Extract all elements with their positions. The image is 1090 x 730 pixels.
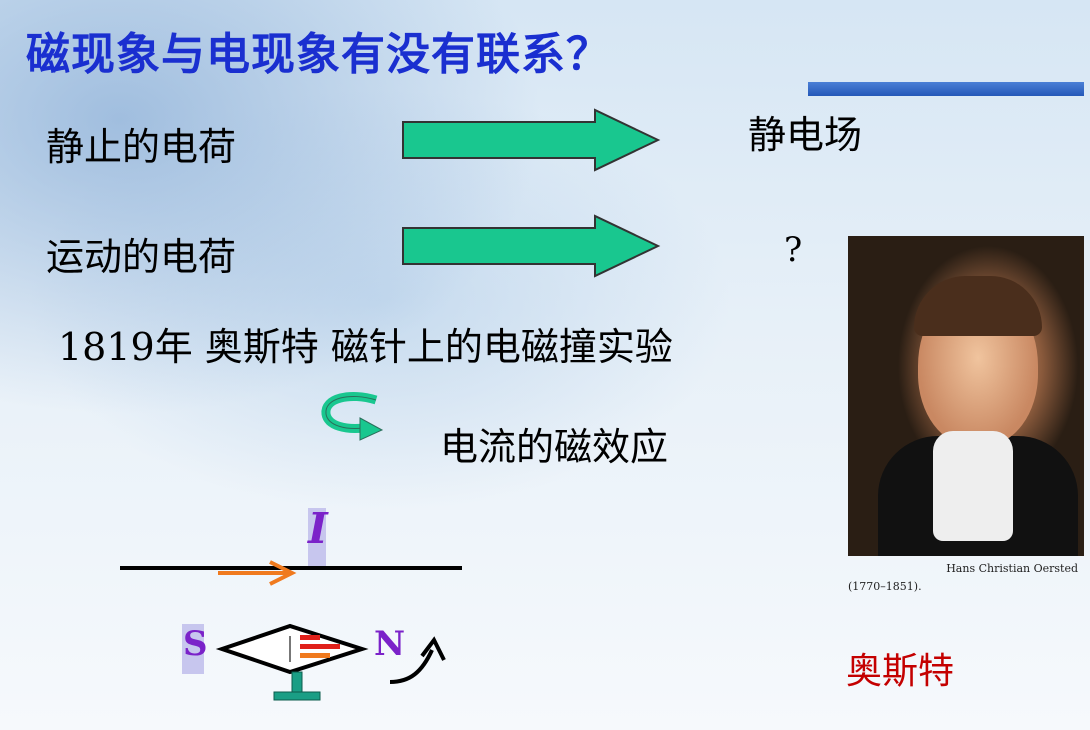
- compass-needle: [215, 623, 369, 675]
- decorative-blue-bar: [808, 82, 1084, 96]
- north-pole-label: N: [374, 624, 406, 664]
- current-label-bg: [308, 508, 326, 566]
- question-mark-label: ?: [784, 230, 803, 270]
- curved-arrow-icon: [321, 392, 384, 441]
- moving-charge-label: 运动的电荷: [46, 235, 237, 279]
- oersted-name-label: 奥斯特: [846, 651, 955, 692]
- right-arrow-icon: [402, 108, 661, 172]
- portrait-dates-caption: (1770–1851).: [848, 580, 922, 593]
- experiment-diagram: [120, 508, 462, 701]
- experiment-label: 1819年 奥斯特 磁针上的电磁撞实验: [58, 325, 673, 369]
- south-pole-label: S: [183, 624, 208, 664]
- slide-title: 磁现象与电现象有没有联系？: [26, 29, 611, 80]
- rotation-arrow: [389, 649, 434, 684]
- current-label: I: [308, 504, 328, 553]
- magnetic-effect-label: 电流的磁效应: [440, 425, 669, 469]
- static-field-label: 静电场: [748, 113, 863, 157]
- right-arrow-icon: [402, 214, 661, 278]
- portrait-name-caption: Hans Christian Oersted: [946, 562, 1078, 575]
- south-label-bg: [182, 624, 204, 674]
- oersted-portrait: [848, 236, 1084, 556]
- compass-stand: [273, 691, 321, 701]
- static-charge-label: 静止的电荷: [46, 125, 237, 169]
